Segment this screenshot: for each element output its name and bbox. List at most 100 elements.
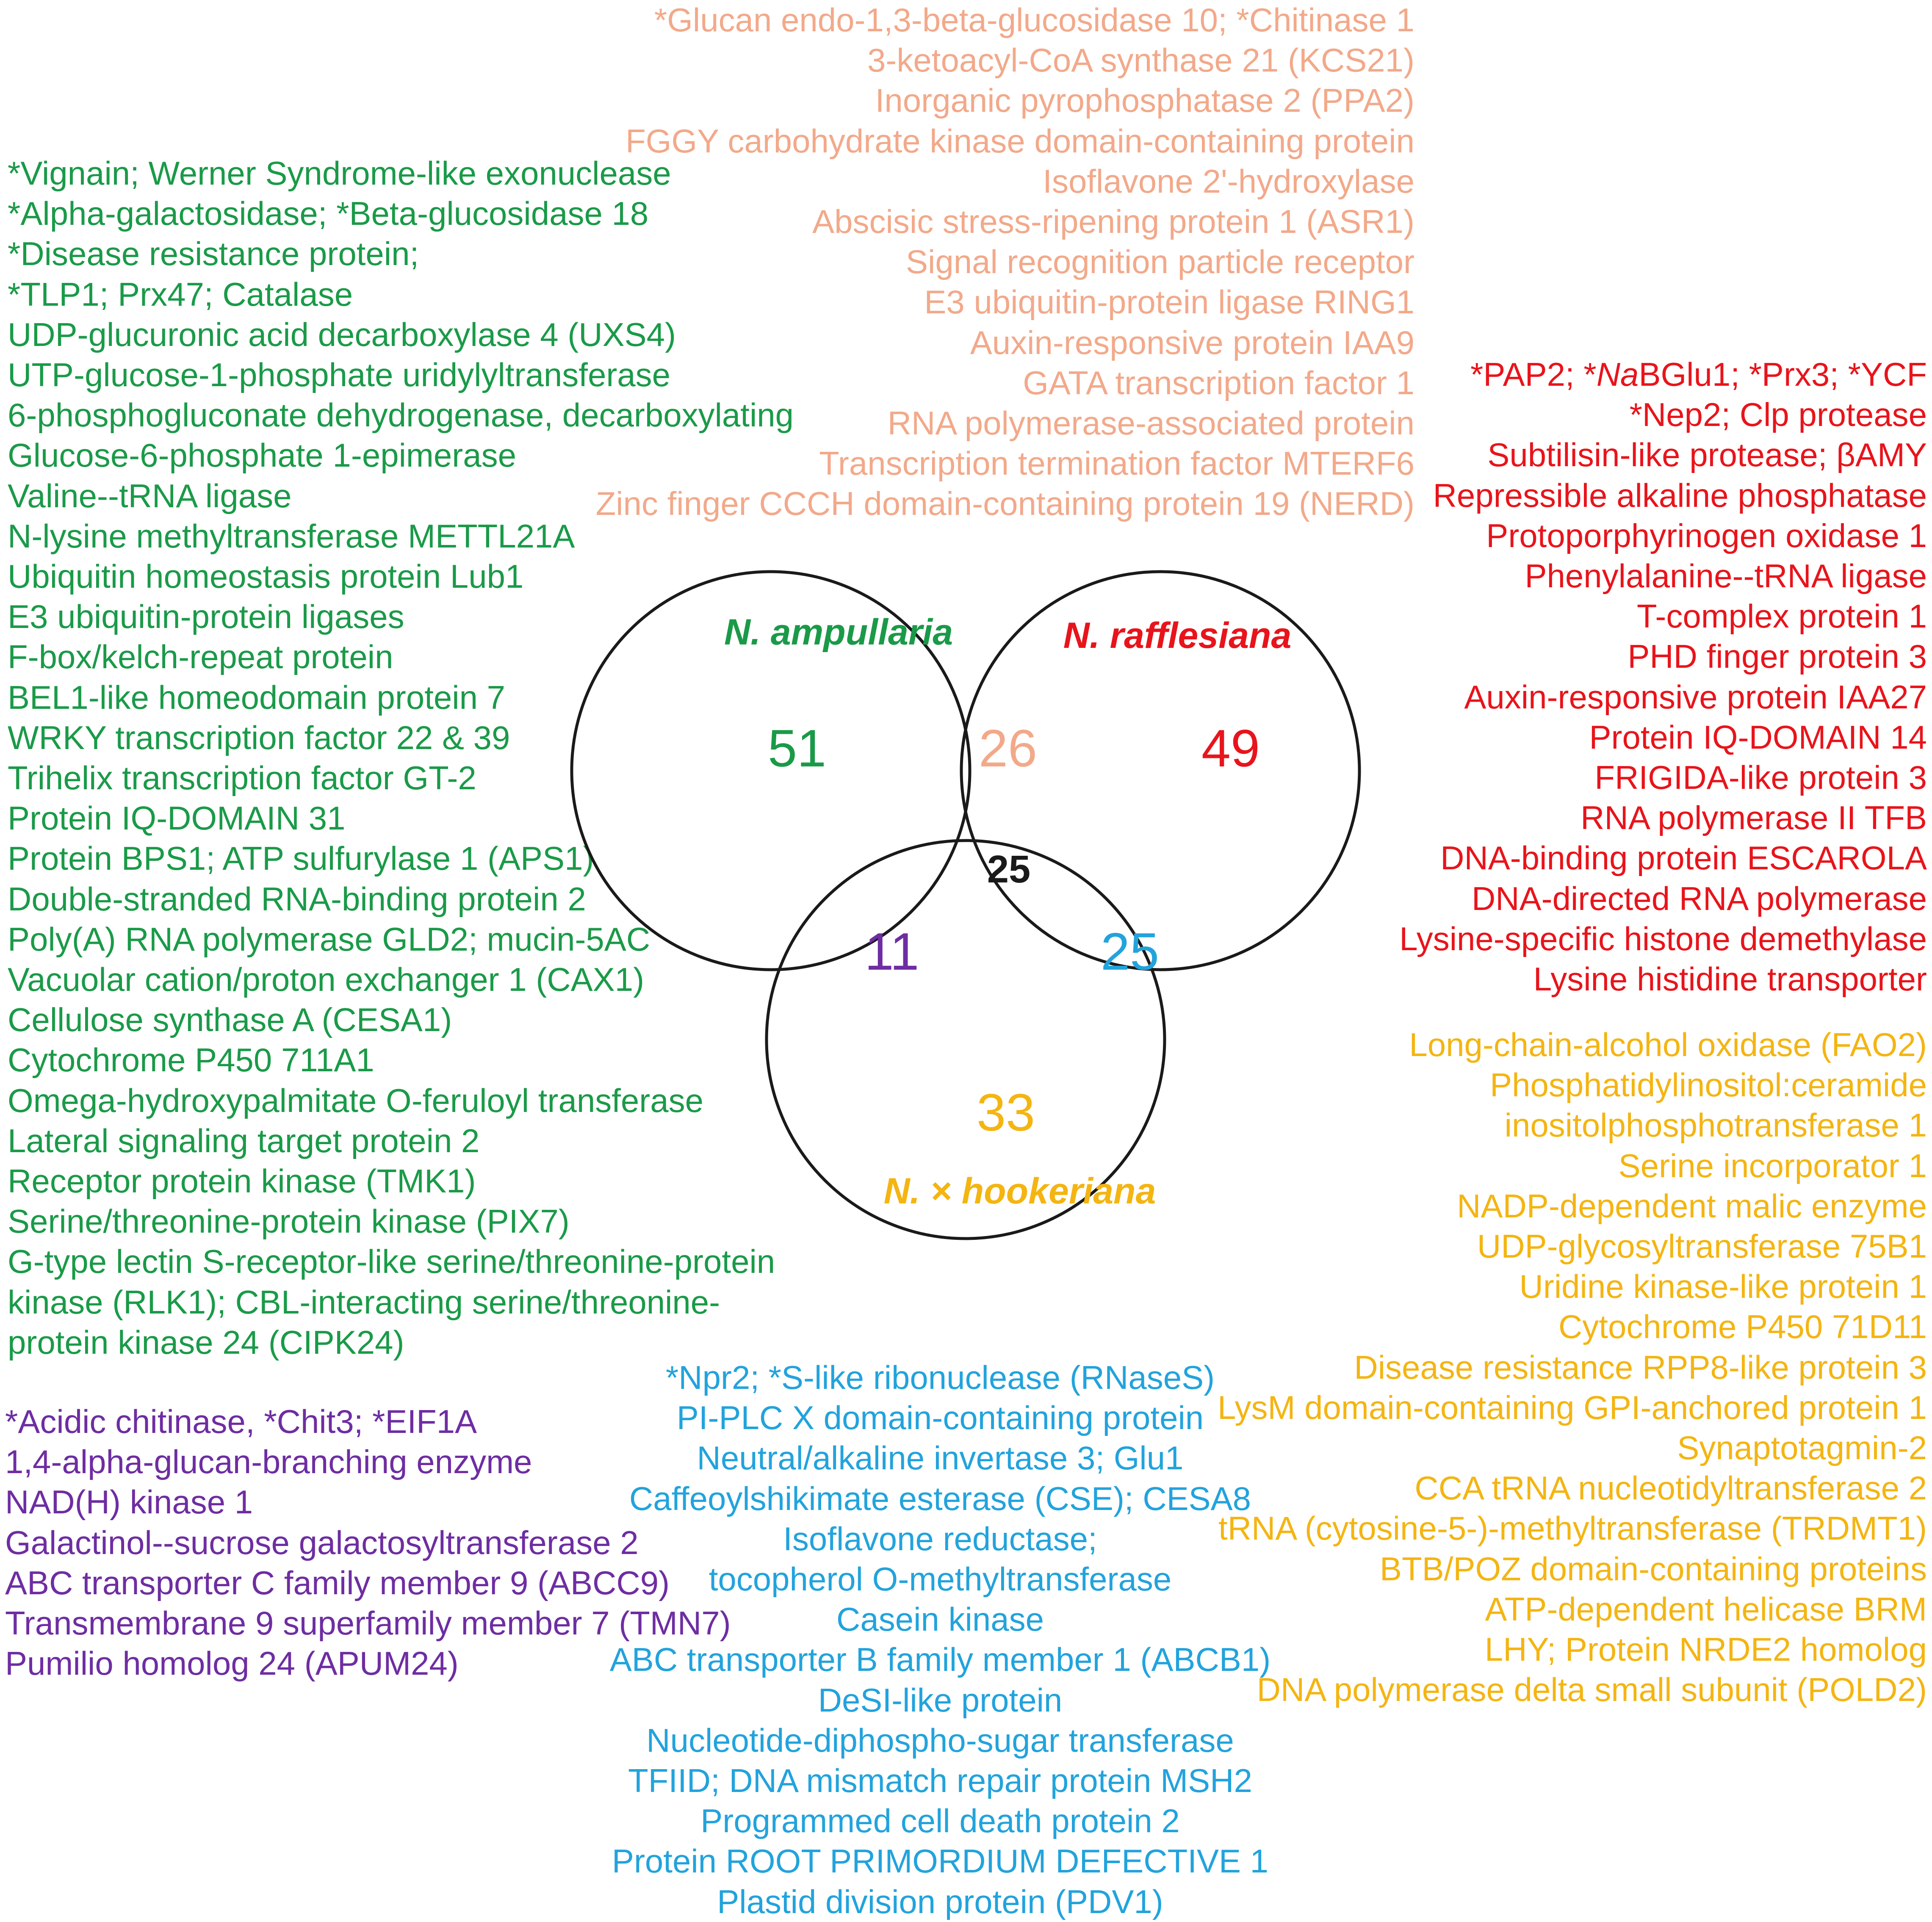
gene-list-item: Disease resistance RPP8-like protein 3 [1354, 1348, 1927, 1386]
gene-list-item: Double-stranded RNA-binding protein 2 [8, 880, 586, 918]
gene-list-item: E3 ubiquitin-protein ligases [8, 598, 404, 636]
gene-list-item: 6-phosphogluconate dehydrogenase, decarb… [8, 396, 794, 434]
count-rafflesiana-only: 49 [1201, 719, 1260, 778]
gene-list-item: kinase (RLK1); CBL-interacting serine/th… [8, 1283, 720, 1321]
gene-list-item: Pumilio homolog 24 (APUM24) [5, 1645, 459, 1682]
gene-list-item: Lateral signaling target protein 2 [8, 1122, 480, 1159]
gene-list-item: tocopherol O-methyltransferase [709, 1560, 1172, 1598]
gene-list-item: Uridine kinase-like protein 1 [1519, 1268, 1927, 1305]
gene-list-item: Synaptotagmin-2 [1677, 1429, 1927, 1467]
gene-list-item-part: Protoporphyrinogen oxidase 1 [1486, 517, 1927, 554]
gene-list-item: Zinc finger CCCH domain-containing prote… [595, 485, 1414, 523]
gene-list-item: Inorganic pyrophosphatase 2 (PPA2) [875, 82, 1414, 119]
gene-list-item-part: Lysine-specific histone demethylase [1399, 920, 1927, 957]
gene-list-item-part: Repressible alkaline phosphatase [1433, 476, 1927, 514]
gene-list-item: Cytochrome P450 71D11 [1558, 1308, 1927, 1346]
gene-list-item: UTP-glucose-1-phosphate uridylyltransfer… [8, 356, 671, 394]
list-ampullaria-rafflesiana: *Glucan endo-1,3-beta-glucosidase 10; *C… [457, 0, 1414, 524]
gene-list-item: Transcription termination factor MTERF6 [819, 445, 1414, 482]
gene-list-item: 1,4-alpha-glucan-branching enzyme [5, 1443, 532, 1481]
gene-list-item: *Vignain; Werner Syndrome-like exonuclea… [8, 155, 671, 192]
list-rafflesiana-only: *PAP2; *NaBGlu1; *Prx3; *YCF*Nep2; Clp p… [1364, 354, 1927, 999]
gene-list-item: Trihelix transcription factor GT-2 [8, 759, 476, 797]
gene-list-item: DNA polymerase delta small subunit (POLD… [1257, 1671, 1927, 1709]
gene-list-item-part: Na [1596, 356, 1639, 393]
gene-list-item: Isoflavone reductase; [783, 1520, 1097, 1557]
gene-list-item: Phosphatidylinositol:ceramide [1490, 1066, 1927, 1104]
count-hookeriana-only: 33 [977, 1084, 1035, 1142]
gene-list-item: Neutral/alkaline invertase 3; Glu1 [697, 1439, 1184, 1477]
gene-list-item: Cellulose synthase A (CESA1) [8, 1001, 452, 1039]
gene-list-item: *Disease resistance protein; [8, 235, 419, 273]
gene-list-item: *Npr2; *S-like ribonuclease (RNaseS) [665, 1359, 1215, 1396]
gene-list-item: LysM domain-containing GPI-anchored prot… [1217, 1388, 1927, 1426]
gene-list-item-part: Subtilisin-like protease; βAMY [1487, 436, 1927, 474]
gene-list-item: Subtilisin-like protease; βAMY [1364, 435, 1927, 475]
gene-list-item: Valine--tRNA ligase [8, 477, 292, 514]
gene-list-item: Lysine histidine transporter [1364, 959, 1927, 999]
gene-list-item: Cytochrome P450 711A1 [8, 1041, 374, 1079]
gene-list-item: NADP-dependent malic enzyme [1457, 1187, 1927, 1225]
gene-list-item-part: T-complex protein 1 [1637, 597, 1927, 635]
gene-list-item: ABC transporter C family member 9 (ABCC9… [5, 1564, 670, 1601]
gene-list-item: protein kinase 24 (CIPK24) [8, 1323, 404, 1361]
venn-circle-hookeriana [765, 839, 1166, 1240]
gene-list-item: Protein ROOT PRIMORDIUM DEFECTIVE 1 [612, 1842, 1269, 1880]
gene-list-item: Lysine-specific histone demethylase [1364, 919, 1927, 959]
gene-list-item: Galactinol--sucrose galactosyltransferas… [5, 1524, 639, 1561]
gene-list-item: NAD(H) kinase 1 [5, 1483, 253, 1521]
gene-list-item: Caffeoylshikimate esterase (CSE); CESA8 [629, 1480, 1251, 1517]
gene-list-item: Ubiquitin homeostasis protein Lub1 [8, 558, 524, 595]
gene-list-item: LHY; Protein NRDE2 homolog [1484, 1631, 1927, 1668]
gene-list-item: Transmembrane 9 superfamily member 7 (TM… [5, 1604, 731, 1642]
gene-list-item: WRKY transcription factor 22 & 39 [8, 719, 510, 756]
list-hookeriana-only: Long-chain-alcohol oxidase (FAO2)Phospha… [1165, 1025, 1927, 1710]
gene-list-item: Programmed cell death protein 2 [700, 1802, 1180, 1840]
gene-list-item: *Nep2; Clp protease [1364, 395, 1927, 435]
count-ampullaria-only: 51 [768, 719, 826, 778]
gene-list-item: DNA-directed RNA polymerase [1364, 879, 1927, 919]
gene-list-item-part: Phenylalanine--tRNA ligase [1525, 557, 1927, 595]
gene-list-item: Protoporphyrinogen oxidase 1 [1364, 516, 1927, 556]
gene-list-item: Receptor protein kinase (TMK1) [8, 1162, 476, 1200]
gene-list-item: Omega-hydroxypalmitate O-feruloyl transf… [8, 1081, 703, 1119]
gene-list-item: Signal recognition particle receptor [905, 243, 1414, 281]
gene-list-item: Protein IQ-DOMAIN 31 [8, 799, 346, 837]
gene-list-item: UDP-glycosyltransferase 75B1 [1477, 1228, 1927, 1265]
gene-list-item: *Acidic chitinase, *Chit3; *EIF1A [5, 1403, 477, 1440]
gene-list-item: *TLP1; Prx47; Catalase [8, 275, 353, 313]
gene-list-item: RNA polymerase II TFB [1364, 798, 1927, 838]
gene-list-item: DeSI-like protein [818, 1681, 1063, 1719]
gene-list-item: Auxin-responsive protein IAA27 [1364, 677, 1927, 717]
gene-list-item: N-lysine methyltransferase METTL21A [8, 517, 575, 555]
gene-list-item-part: Lysine histidine transporter [1533, 960, 1927, 998]
gene-list-item-part: *PAP2; * [1470, 356, 1597, 393]
gene-list-item: *Glucan endo-1,3-beta-glucosidase 10; *C… [654, 1, 1414, 39]
gene-list-item: BTB/POZ domain-containing proteins [1380, 1550, 1927, 1587]
gene-list-item: G-type lectin S-receptor-like serine/thr… [8, 1243, 775, 1280]
set-label-rafflesiana: N. rafflesiana [1063, 615, 1292, 656]
gene-list-item: Phenylalanine--tRNA ligase [1364, 556, 1927, 596]
venn-circle-ampullaria [570, 570, 972, 971]
gene-list-item: *Alpha-galactosidase; *Beta-glucosidase … [8, 195, 649, 232]
gene-list-item-part: *Nep2; Clp protease [1629, 396, 1927, 434]
gene-list-item: E3 ubiquitin-protein ligase RING1 [924, 283, 1414, 321]
gene-list-item: Auxin-responsive protein IAA9 [970, 324, 1414, 361]
set-label-hookeriana: N. × hookeriana [884, 1171, 1156, 1211]
count-ampullaria-rafflesiana: 26 [979, 719, 1037, 778]
count-all-three: 25 [987, 848, 1030, 891]
gene-list-item: Poly(A) RNA polymerase GLD2; mucin-5AC [8, 920, 650, 958]
gene-list-item: Protein BPS1; ATP sulfurylase 1 (APS1) [8, 840, 594, 877]
gene-list-item: UDP-glucuronic acid decarboxylase 4 (UXS… [8, 315, 676, 353]
gene-list-item: Isoflavone 2'-hydroxylase [1043, 162, 1414, 200]
gene-list-item: ABC transporter B family member 1 (ABCB1… [609, 1641, 1271, 1679]
gene-list-item: Serine/threonine-protein kinase (PIX7) [8, 1203, 570, 1240]
count-ampullaria-hookeriana: 11 [865, 923, 919, 981]
gene-list-item: ATP-dependent helicase BRM [1485, 1590, 1927, 1628]
gene-list-item: Nucleotide-diphospho-sugar transferase [646, 1721, 1234, 1759]
set-label-ampullaria: N. ampullaria [724, 612, 953, 653]
gene-list-item: RNA polymerase-associated protein [887, 404, 1414, 442]
